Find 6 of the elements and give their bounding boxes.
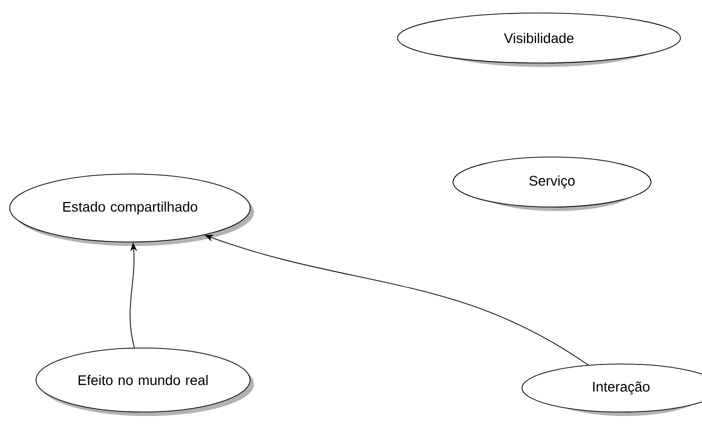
node-label: Interação xyxy=(593,382,650,394)
ellipse-node: Serviço xyxy=(452,156,652,211)
ellipse-node: Estado compartilhado xyxy=(9,174,254,246)
ellipse-node: Visibilidade xyxy=(397,12,681,67)
ellipse-node: Interação xyxy=(522,364,702,416)
ellipse-node: Efeito no mundo real xyxy=(36,348,254,416)
